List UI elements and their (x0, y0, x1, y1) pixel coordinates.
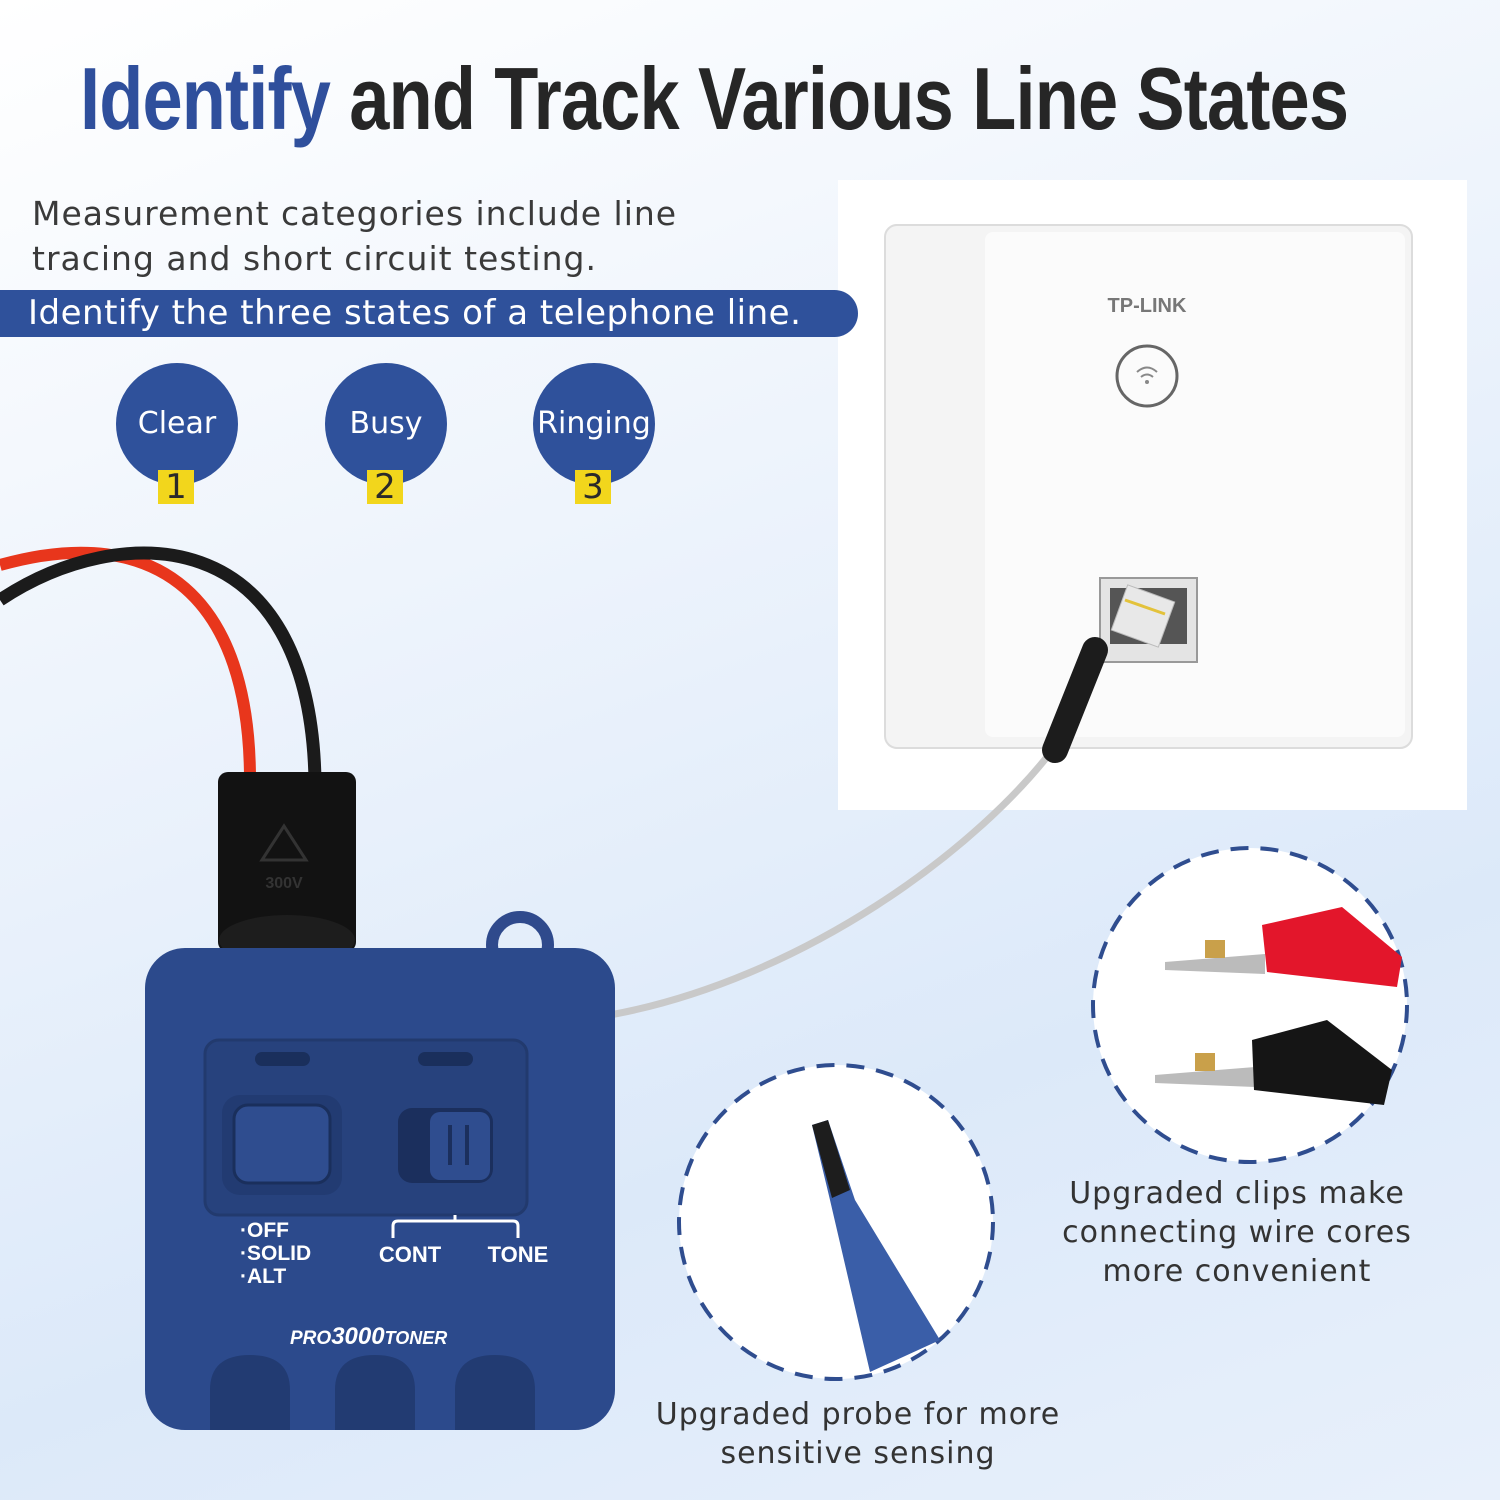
clips-detail-circle (1091, 846, 1409, 1164)
voltage-rating: 300V (265, 875, 303, 892)
mode-label: ·OFF (240, 1219, 289, 1242)
caption-line: sensitive sensing (720, 1436, 996, 1471)
state-number-badge: 2 (367, 470, 403, 504)
red-clip-icon (1165, 907, 1402, 987)
caption-line: more convenient (1102, 1254, 1372, 1289)
brand-label: TP-LINK (1108, 295, 1187, 317)
title-rest: and Track Various Line States (349, 49, 1349, 148)
lead-boot (218, 772, 356, 952)
rj45-connector-boot (1042, 637, 1108, 763)
description-line: tracing and short circuit testing. (32, 239, 597, 278)
caption-line: connecting wire cores (1062, 1215, 1412, 1250)
state-ringing: Ringing (533, 363, 655, 485)
tone-generator: ·OFF ·SOLID ·ALT CONT TONE PRO3000TONER (145, 911, 615, 1430)
switch-label-cont: CONT (379, 1242, 442, 1267)
probe-caption: Upgraded probe for more sensitive sensin… (618, 1395, 1098, 1473)
warning-icon (259, 823, 309, 862)
switch-label-tone: TONE (488, 1242, 549, 1267)
red-lead (0, 546, 256, 781)
mode-label: ·ALT (240, 1265, 286, 1288)
wifi-button-icon (1115, 344, 1179, 408)
mode-label: ·SOLID (240, 1242, 311, 1265)
wall-plate: TP-LINK (838, 180, 1467, 810)
model-name: PRO3000TONER (290, 1323, 447, 1350)
ethernet-cable (609, 737, 1063, 1019)
caption-line: Upgraded probe for more (655, 1397, 1061, 1432)
states-banner: Identify the three states of a telephone… (0, 290, 858, 337)
black-lead (0, 546, 322, 781)
description-line: Measurement categories include line (32, 194, 678, 233)
clips-caption: Upgraded clips make connecting wire core… (1037, 1174, 1437, 1291)
caption-line: Upgraded clips make (1069, 1176, 1405, 1211)
page-title: Identify and Track Various Line States (80, 48, 1349, 150)
state-clear: Clear (116, 363, 238, 485)
state-number-badge: 3 (575, 470, 611, 504)
title-highlight: Identify (80, 49, 331, 148)
state-busy: Busy (325, 363, 447, 485)
black-clip-icon (1155, 1020, 1392, 1105)
state-number-badge: 1 (158, 470, 194, 504)
